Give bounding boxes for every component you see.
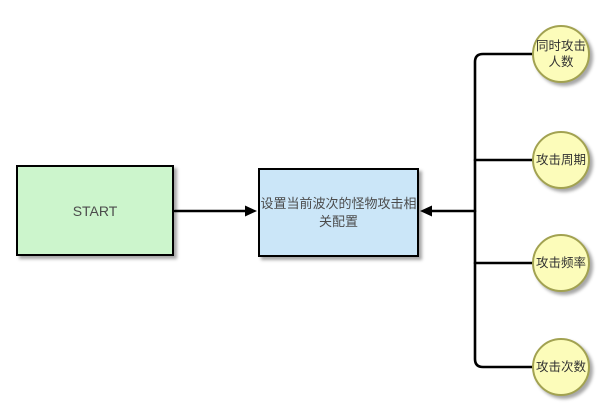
config-node-label: 攻击周期 [535,153,586,167]
config-node-attack-frequency[interactable]: 攻击频率 [532,234,590,292]
edge-configs-to-process [420,205,477,217]
config-node-simultaneous-attackers[interactable]: 同时攻击人数 [532,25,590,83]
arrowhead-left-icon [420,205,432,217]
process-node-attack-config[interactable]: 设置当前波次的怪物攻击相关配置 [258,168,419,257]
config-node-attack-count[interactable]: 攻击次数 [532,338,590,396]
config-node-label: 攻击频率 [535,256,586,270]
arrowhead-right-icon [245,205,257,217]
config-node-label: 同时攻击人数 [535,39,586,69]
config-bracket-trunk [473,52,535,369]
edge-start-to-process [173,205,257,217]
start-node[interactable]: START [16,165,174,256]
start-node-label: START [72,202,118,219]
process-node-label: 设置当前波次的怪物攻击相关配置 [260,195,417,229]
config-node-attack-cycle[interactable]: 攻击周期 [532,131,590,189]
config-node-label: 攻击次数 [535,360,586,374]
